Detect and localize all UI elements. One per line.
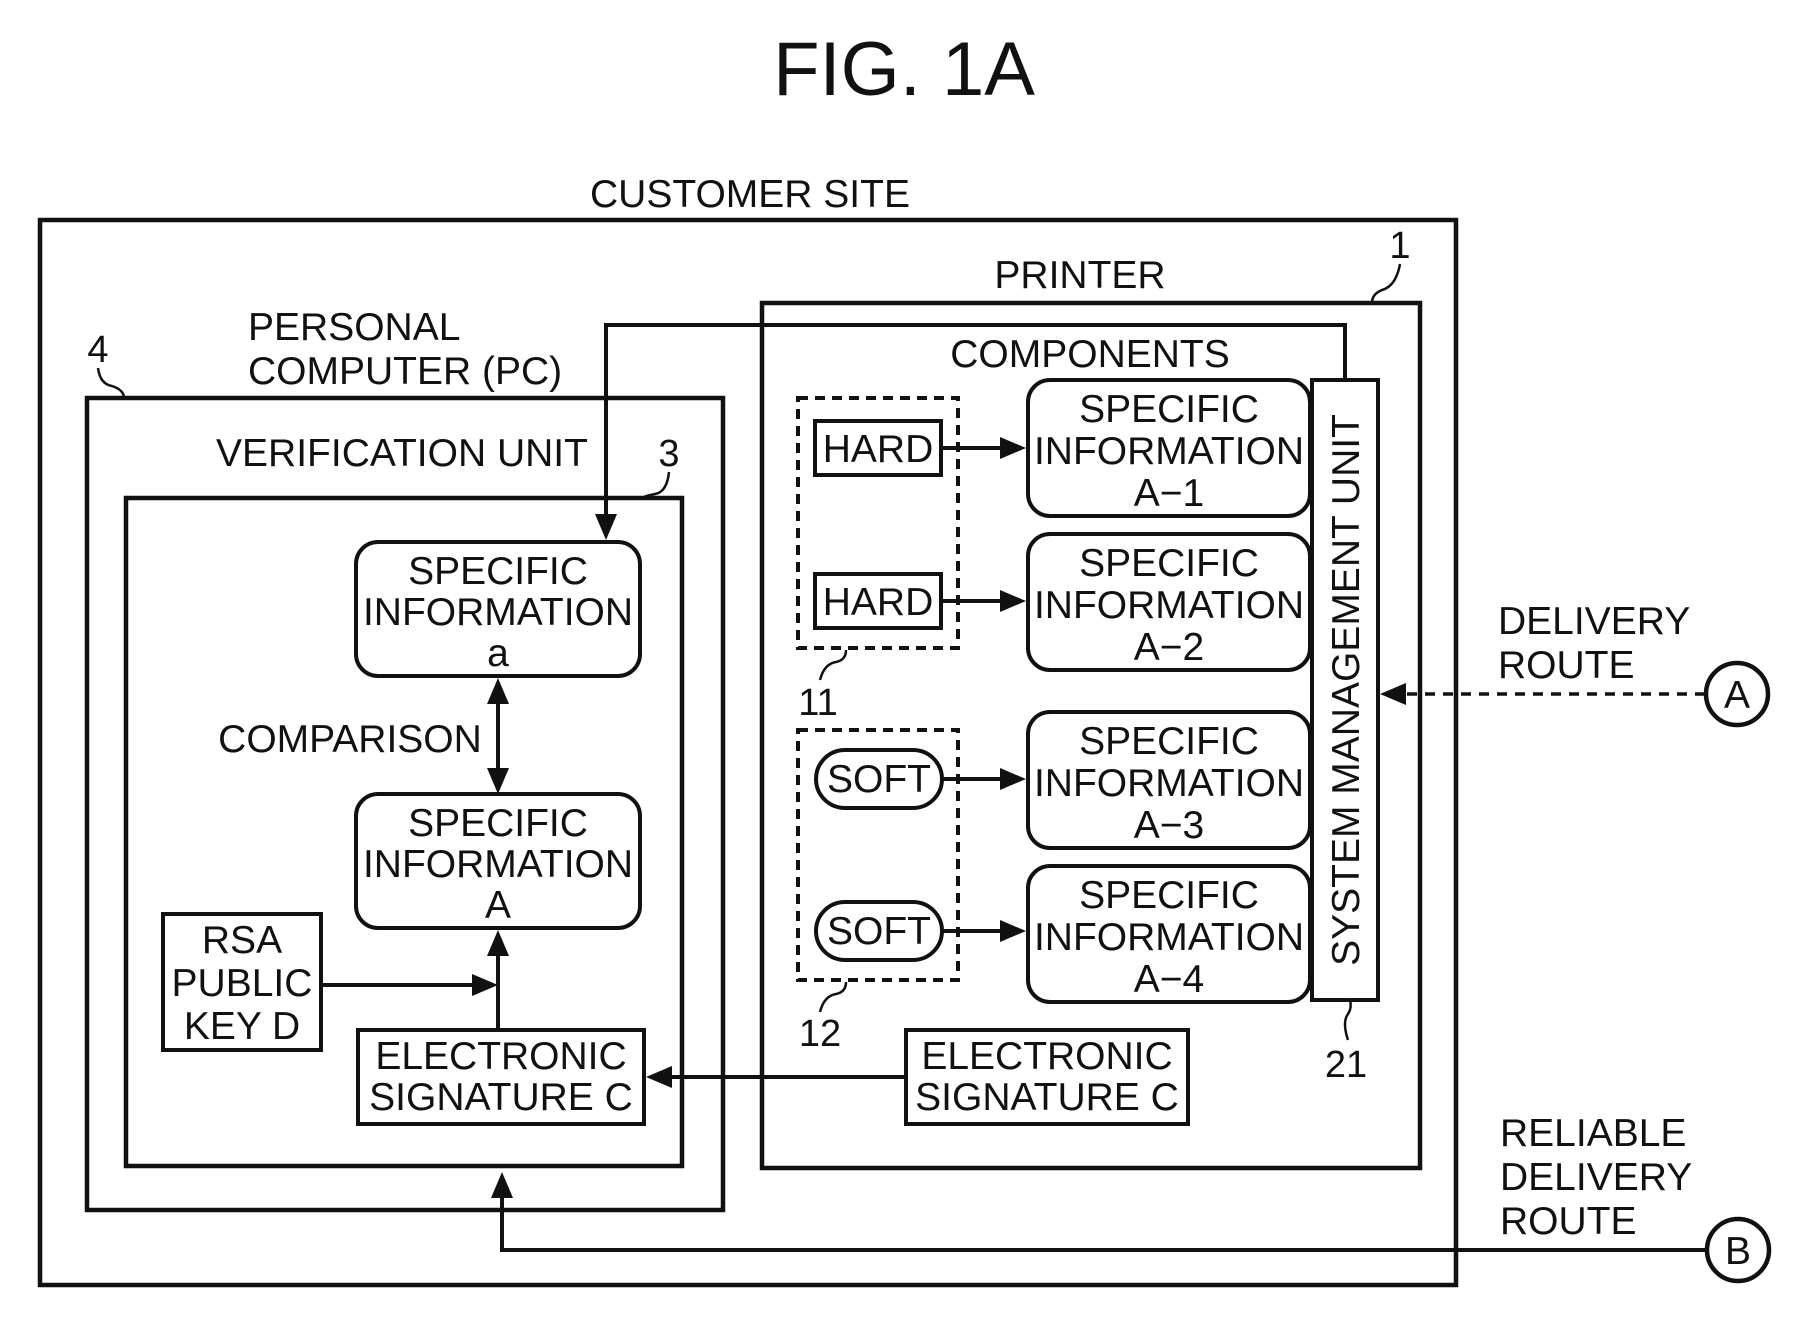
- system-management-unit-label: SYSTEM MANAGEMENT UNIT: [1325, 414, 1368, 966]
- reliable-route-arrow-head: [491, 1172, 513, 1198]
- rsa-line1: RSA: [202, 919, 282, 962]
- spec-A3-line2: INFORMATION: [1034, 762, 1304, 805]
- printer-electronic-signature-box: ELECTRONIC SIGNATURE C: [906, 1030, 1188, 1124]
- delivery-route-arrow-head: [1380, 683, 1406, 705]
- pc-electronic-signature-box: ELECTRONIC SIGNATURE C: [358, 1030, 644, 1124]
- verification-unit-ref: 3: [658, 433, 679, 475]
- hard1-arrow-head: [1000, 437, 1026, 459]
- spec-a-small-line2: INFORMATION: [363, 591, 633, 634]
- spec-A-line1: SPECIFIC: [408, 802, 588, 845]
- spec-A3-line1: SPECIFIC: [1079, 720, 1259, 763]
- node-b-label: B: [1725, 1230, 1751, 1273]
- soft1-arrow-head: [1000, 768, 1026, 790]
- smu-ref-leader: [1345, 1000, 1351, 1040]
- comparison-arrow-head-down: [487, 768, 509, 794]
- spec-A4-line2: INFORMATION: [1034, 916, 1304, 959]
- pc-label-line1: PERSONAL: [248, 306, 460, 349]
- rsa-line2: PUBLIC: [172, 962, 313, 1005]
- soft2-arrow-head: [1000, 920, 1026, 942]
- spec-A4-line3: A−4: [1134, 958, 1204, 1001]
- spec-A4-line1: SPECIFIC: [1079, 874, 1259, 917]
- rsa-arrow-head: [472, 974, 498, 996]
- system-management-unit-box: SYSTEM MANAGEMENT UNIT: [1312, 380, 1378, 1000]
- comparison-arrow-head-up: [487, 678, 509, 704]
- smu-to-pc-arrow-head: [595, 514, 617, 540]
- spec-a-small-line1: SPECIFIC: [408, 550, 588, 593]
- reliable-route-line1: RELIABLE: [1500, 1112, 1686, 1155]
- spec-A1-line1: SPECIFIC: [1079, 388, 1259, 431]
- rsa-line3: KEY D: [184, 1005, 300, 1048]
- sig-to-spec-arrow-head: [487, 930, 509, 956]
- specific-information-A3-box: SPECIFIC INFORMATION A−3: [1028, 712, 1310, 848]
- hard-label-1: HARD: [823, 428, 934, 471]
- hard-group-ref: 11: [798, 682, 837, 724]
- spec-A3-line3: A−3: [1134, 804, 1204, 847]
- figure-title: FIG. 1A: [773, 27, 1035, 112]
- comparison-label: COMPARISON: [218, 718, 482, 761]
- spec-A2-line2: INFORMATION: [1034, 584, 1304, 627]
- specific-information-a-small-box: SPECIFIC INFORMATION a: [356, 542, 640, 676]
- verification-unit-ref-leader: [642, 472, 669, 498]
- pc-ref: 4: [87, 329, 108, 371]
- soft-group-ref-leader: [820, 982, 846, 1012]
- spec-A-line2: INFORMATION: [363, 843, 633, 886]
- specific-information-A1-box: SPECIFIC INFORMATION A−1: [1028, 380, 1310, 516]
- delivery-route-line1: DELIVERY: [1498, 600, 1690, 643]
- customer-site-label: CUSTOMER SITE: [590, 173, 910, 216]
- spec-A1-line2: INFORMATION: [1034, 430, 1304, 473]
- delivery-route-line2: ROUTE: [1498, 644, 1635, 687]
- reliable-route-line3: ROUTE: [1500, 1200, 1637, 1243]
- printer-sig-line2: SIGNATURE C: [915, 1076, 1179, 1119]
- hard-box-1: HARD: [815, 421, 941, 475]
- printer-sig-line1: ELECTRONIC: [921, 1035, 1172, 1078]
- pc-label-line2: COMPUTER (PC): [248, 350, 562, 393]
- node-b-circle: B: [1707, 1219, 1769, 1281]
- printer-label: PRINTER: [994, 254, 1165, 297]
- node-a-circle: A: [1706, 663, 1768, 725]
- rsa-public-key-box: RSA PUBLIC KEY D: [163, 914, 321, 1050]
- printer-ref: 1: [1389, 225, 1410, 267]
- sig-transfer-arrow-head: [646, 1066, 672, 1088]
- spec-a-small-line3: a: [487, 632, 509, 675]
- specific-information-A4-box: SPECIFIC INFORMATION A−4: [1028, 866, 1310, 1002]
- soft-box-1: SOFT: [816, 750, 942, 808]
- soft-group-ref: 12: [799, 1013, 841, 1055]
- hard-group-ref-leader: [820, 650, 846, 680]
- soft-box-2: SOFT: [816, 902, 942, 960]
- smu-ref: 21: [1325, 1044, 1367, 1086]
- pc-sig-line1: ELECTRONIC: [375, 1035, 626, 1078]
- pc-sig-line2: SIGNATURE C: [369, 1076, 633, 1119]
- hard-label-2: HARD: [823, 581, 934, 624]
- hard2-arrow-head: [1000, 590, 1026, 612]
- spec-A1-line3: A−1: [1134, 472, 1204, 515]
- specific-information-A-box: SPECIFIC INFORMATION A: [356, 794, 640, 928]
- soft-label-2: SOFT: [827, 910, 931, 953]
- node-a-label: A: [1724, 674, 1750, 717]
- spec-A-line3: A: [485, 884, 511, 927]
- printer-ref-leader: [1372, 264, 1400, 303]
- spec-A2-line3: A−2: [1134, 626, 1204, 669]
- hard-box-2: HARD: [815, 574, 941, 628]
- specific-information-A2-box: SPECIFIC INFORMATION A−2: [1028, 534, 1310, 670]
- soft-label-1: SOFT: [827, 758, 931, 801]
- components-label: COMPONENTS: [950, 333, 1230, 376]
- verification-unit-label: VERIFICATION UNIT: [216, 432, 588, 475]
- reliable-route-line2: DELIVERY: [1500, 1156, 1692, 1199]
- spec-A2-line1: SPECIFIC: [1079, 542, 1259, 585]
- pc-ref-leader: [98, 368, 124, 398]
